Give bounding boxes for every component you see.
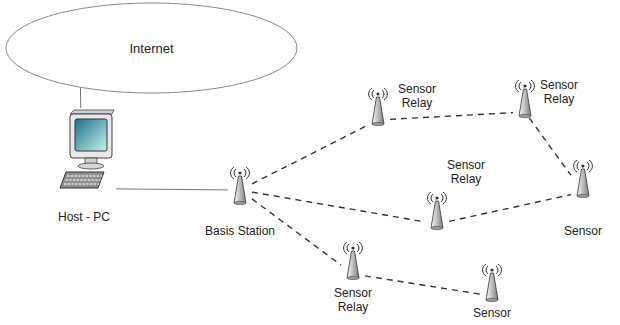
antenna-icon <box>571 158 595 198</box>
sensor-relay: Sensor Relay <box>513 78 537 118</box>
link-line <box>252 192 425 222</box>
node-label: Sensor <box>564 224 602 238</box>
sensor-node: Sensor <box>571 158 595 198</box>
sensor-node: Sensor <box>480 262 504 302</box>
node-label: Host - PC <box>58 210 110 224</box>
antenna-icon <box>513 78 537 118</box>
node-label: Sensor Relay <box>398 82 436 110</box>
computer-icon <box>58 108 116 192</box>
node-label: Sensor <box>473 306 511 320</box>
host-computer: Host - PC <box>58 108 116 192</box>
icon-use <box>483 264 502 302</box>
antenna-icon <box>228 165 252 205</box>
node-label: Sensor Relay <box>334 286 372 314</box>
base-station: Basis Station <box>228 165 252 205</box>
node-label: Internet <box>129 41 173 56</box>
cloud-ellipse <box>6 3 297 93</box>
sensor-relay: Sensor Relay <box>341 240 365 280</box>
antenna-icon <box>480 262 504 302</box>
node-label: Sensor Relay <box>540 78 578 106</box>
link-line <box>449 195 571 222</box>
antenna-icon <box>425 190 449 230</box>
icon-use <box>231 167 250 205</box>
icon-use <box>516 80 535 118</box>
node-label: Basis Station <box>205 224 275 238</box>
icon-use <box>60 110 114 188</box>
link-line <box>390 113 513 120</box>
antenna-icon <box>341 240 365 280</box>
link-line <box>252 126 366 184</box>
link-line <box>529 118 571 175</box>
internet-cloud: Internet <box>5 2 298 94</box>
link-line <box>116 188 228 190</box>
icon-use <box>344 242 363 280</box>
node-label: Sensor Relay <box>447 158 485 186</box>
sensor-relay: Sensor Relay <box>366 86 390 126</box>
icon-use <box>369 88 388 126</box>
antenna-icon <box>366 86 390 126</box>
icon-use <box>574 160 593 198</box>
icon-use <box>428 192 447 230</box>
link-line <box>365 276 480 294</box>
sensor-relay: Sensor Relay <box>425 190 449 230</box>
link-line <box>80 87 81 108</box>
